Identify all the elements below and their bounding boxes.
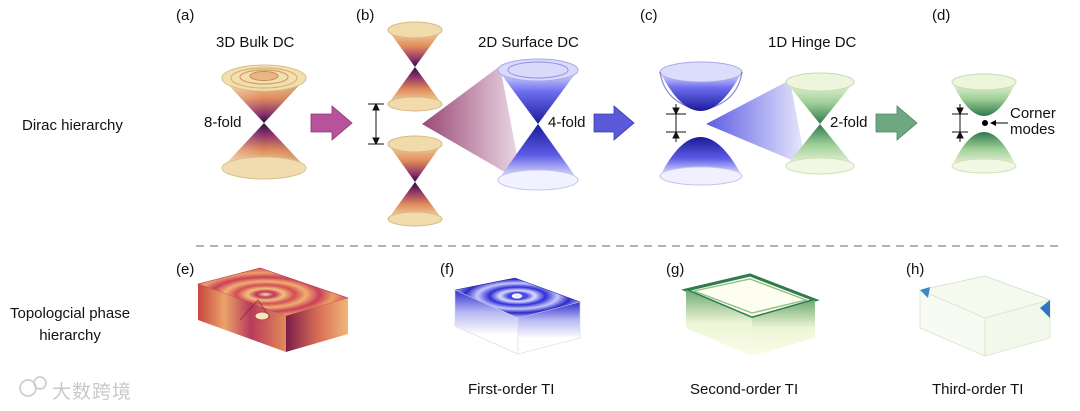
row-label-phase-line2: hierarchy	[10, 325, 130, 347]
slab-topological-phase-e	[198, 268, 348, 352]
row-label-dirac: Dirac hierarchy	[22, 115, 123, 137]
label-corner-line1: Corner	[1010, 106, 1056, 122]
label-two-fold: 2-fold	[830, 115, 868, 130]
label-four-fold: 4-fold	[548, 115, 586, 130]
label-corner-line2: modes	[1010, 122, 1056, 138]
surface-gap-marker	[368, 104, 384, 144]
slab-second-order-ti	[686, 275, 815, 356]
panel-label-a: (a)	[176, 8, 194, 23]
label-eight-fold: 8-fold	[204, 115, 242, 130]
arrow-surface-to-hinge	[594, 106, 634, 140]
title-hinge: 1D Hinge DC	[768, 35, 856, 50]
caption-second-order: Second-order TI	[690, 382, 798, 397]
corner-gap-marker	[952, 104, 968, 142]
surface-connector-fan	[422, 66, 522, 182]
hinge-gapped-lower-band	[660, 137, 742, 185]
hinge-gap-marker	[666, 104, 686, 142]
slab-third-order-ti	[920, 276, 1050, 356]
panel-label-h: (h)	[906, 262, 924, 277]
panel-label-d: (d)	[932, 8, 950, 23]
panel-label-g: (g)	[666, 262, 684, 277]
slab-first-order-ti	[455, 278, 580, 354]
panel-label-f: (f)	[440, 262, 454, 277]
surface-small-cone-upper	[388, 22, 442, 111]
row-label-phase-line1: Topologcial phase	[10, 303, 130, 325]
caption-first-order: First-order TI	[468, 382, 554, 397]
title-surface: 2D Surface DC	[478, 35, 579, 50]
corner-mode-dot	[982, 120, 1008, 126]
row-label-phase: Topologcial phase hierarchy	[10, 303, 130, 347]
panel-label-e: (e)	[176, 262, 194, 277]
label-corner-modes: Corner modes	[1010, 106, 1056, 138]
panel-label-b: (b)	[356, 8, 374, 23]
caption-third-order: Third-order TI	[932, 382, 1023, 397]
hinge-gapped-upper-band	[660, 62, 742, 111]
surface-small-cone-lower	[388, 136, 442, 226]
title-bulk: 3D Bulk DC	[216, 35, 294, 50]
panel-label-c: (c)	[640, 8, 658, 23]
arrow-hinge-to-corner	[876, 106, 917, 140]
watermark-text: 大数跨境	[52, 377, 132, 404]
arrow-bulk-to-surface	[311, 106, 352, 140]
watermark-logo	[20, 377, 46, 396]
